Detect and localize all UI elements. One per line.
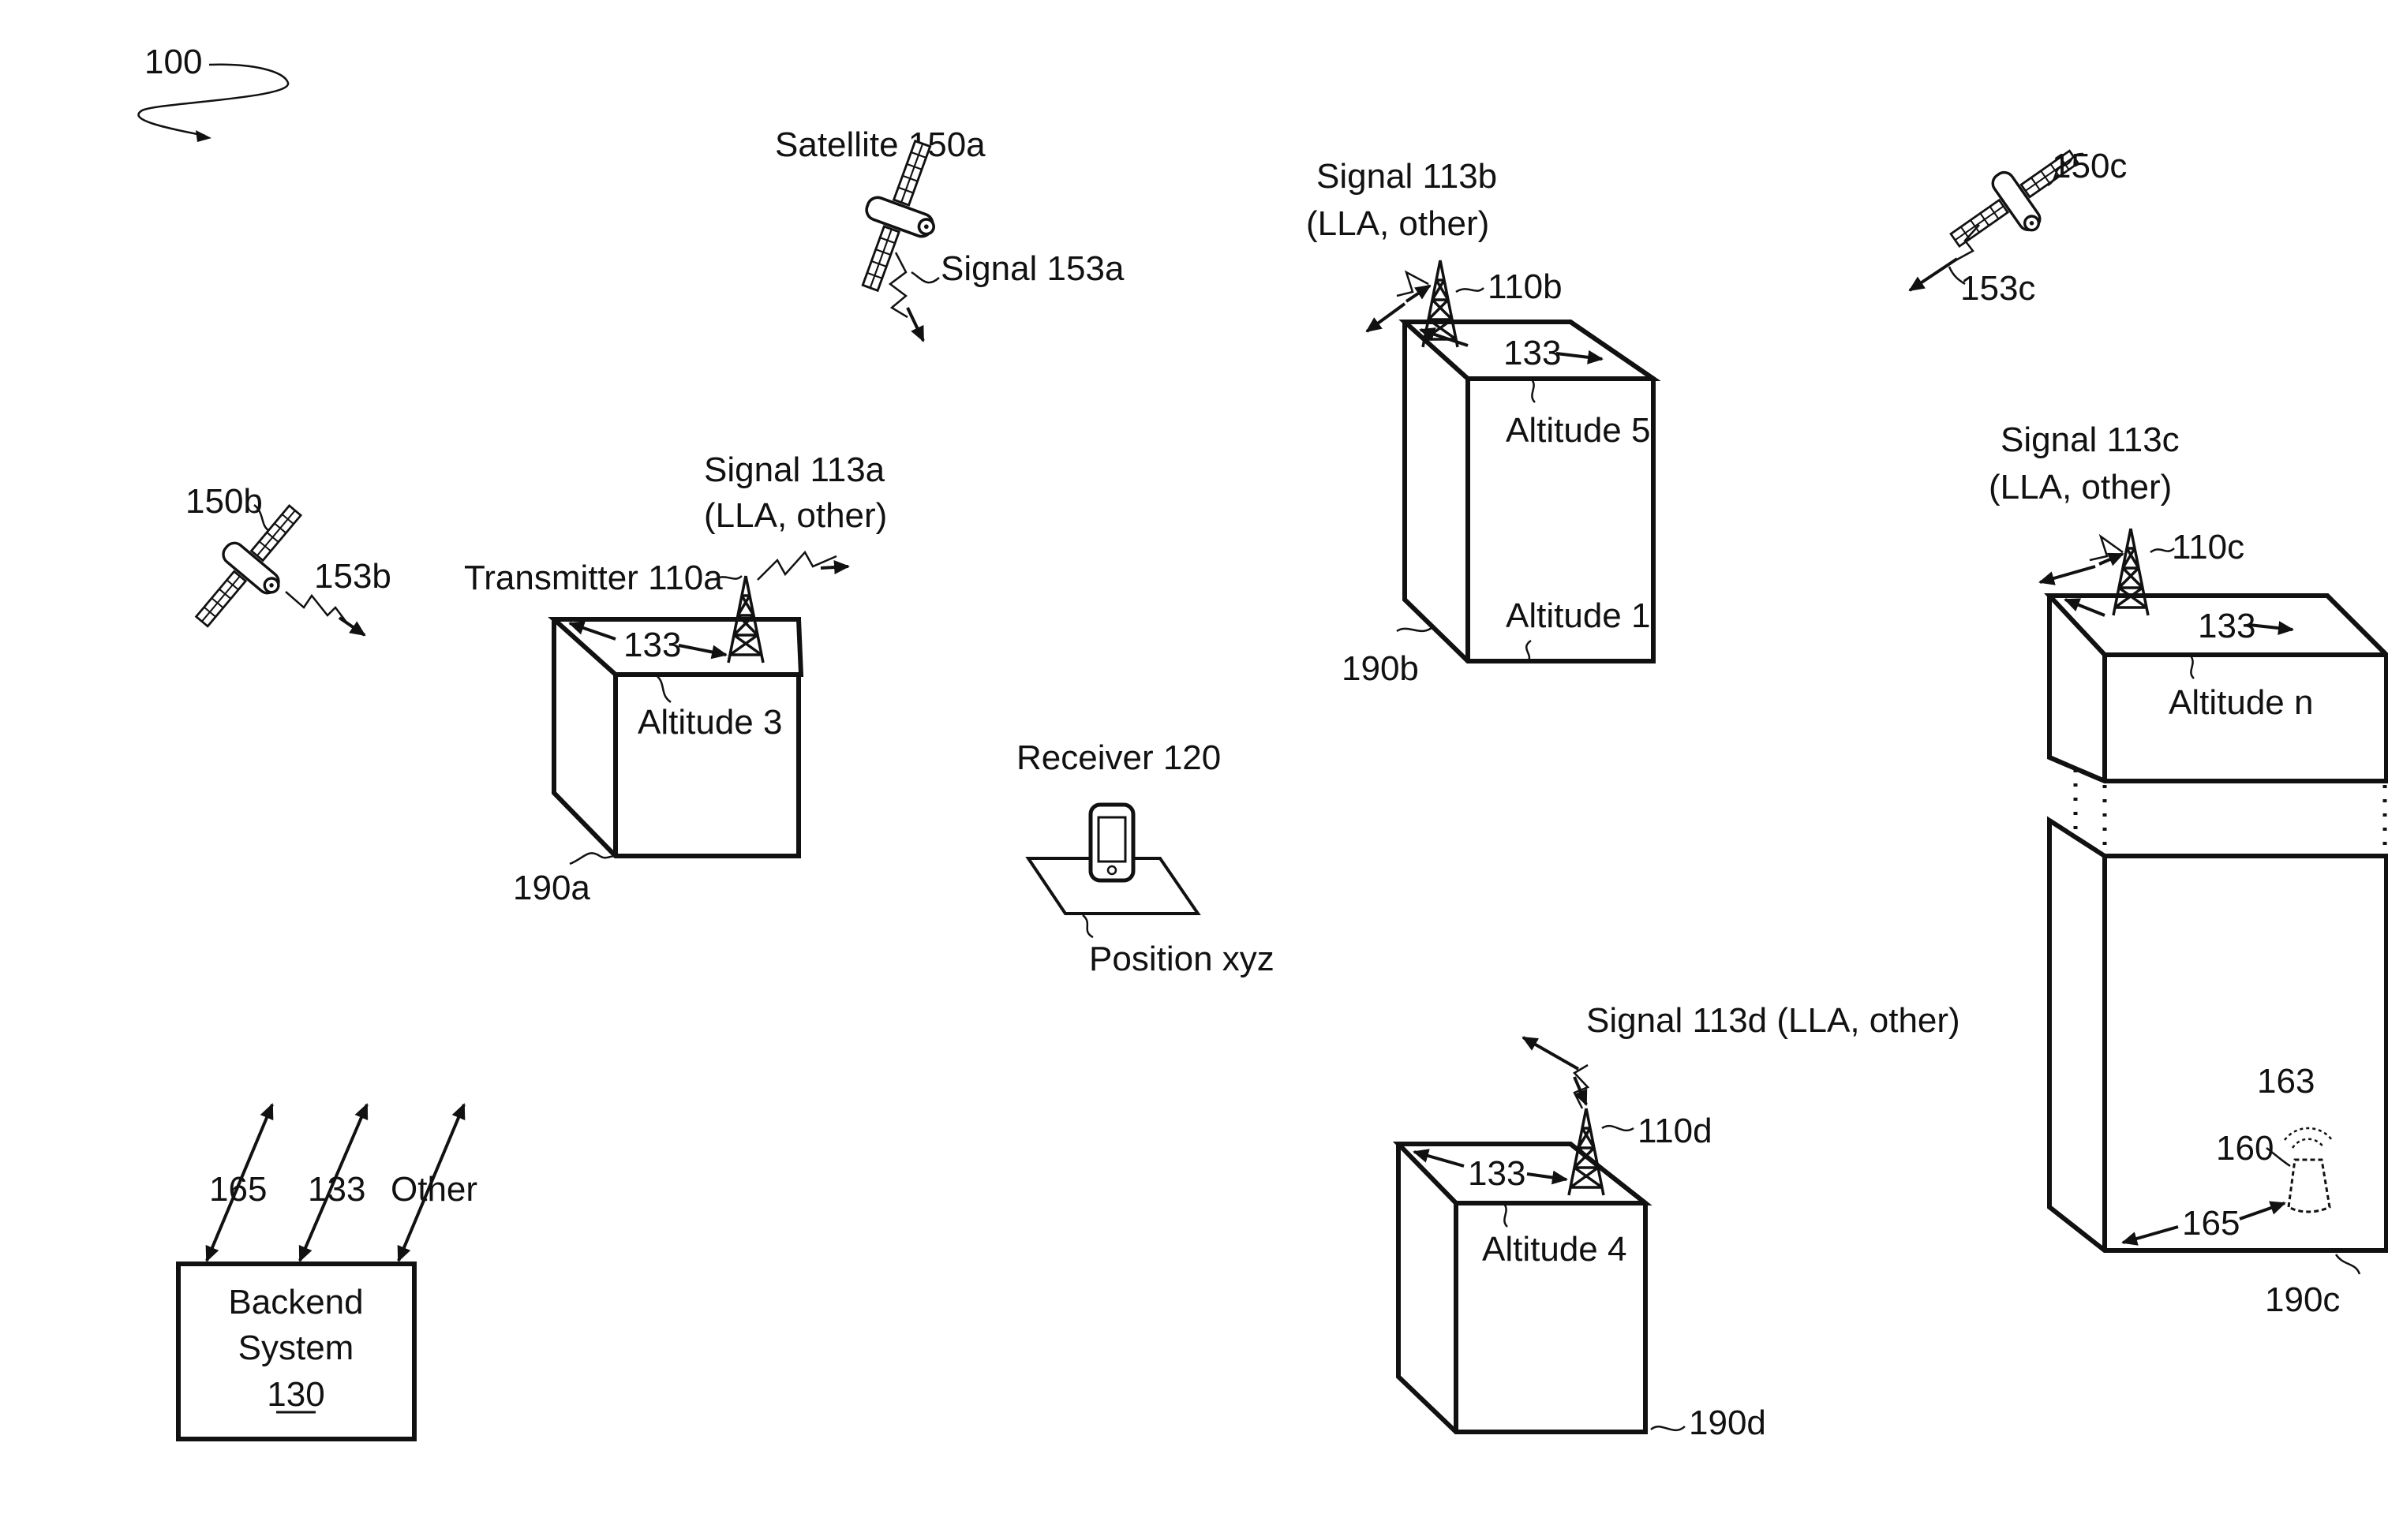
position-leader [1083,915,1093,937]
device-signal-163-label: 163 [2257,1062,2315,1101]
signal-113c-line1: Signal 113c [2001,421,2180,459]
building-190d: 133 110d Signal 113d (LLA, other) Altitu… [1398,1001,1960,1442]
altitude-3-label: Altitude 3 [638,703,782,742]
building-190c-ref: 190c [2265,1280,2340,1319]
building-190a-leader [570,853,616,864]
signal-153b-arrow [339,618,365,635]
figure-ref-arrowhead [196,130,211,142]
signal-113d-label: Signal 113d (LLA, other) [1586,1001,1960,1040]
building-190b: 133 110b Signal 113b (LLA, other) Altitu… [1306,157,1653,688]
signal-113b-arrow-out [1367,304,1405,331]
signal-153c-arrow [1910,259,1957,290]
roof-label-133: 133 [623,626,681,664]
signal-113a-wave [758,552,837,580]
receiver-120: Receiver 120 Position xyz [1016,738,1274,978]
transmitter-110c-leader [2150,548,2174,552]
satellite-150b: 150b 153b [180,482,391,645]
altitude-4-label: Altitude 4 [1482,1230,1626,1269]
signal-153b-wave [286,592,347,623]
signal-113d-arrow-in [1574,1077,1586,1105]
transmitter-110d-leader [1602,1126,1634,1131]
backend-line1: Backend [228,1283,363,1321]
building-190c-lower-outline [2049,820,2386,1250]
transmitter-110b-leader [1456,288,1484,292]
backend-input-133: 133 [308,1170,365,1209]
satellite-150c-label: 150c [2052,147,2127,185]
altitude-1-label: Altitude 1 [1506,596,1650,635]
satellite-150a-label: Satellite 150a [775,125,986,164]
altitude-5-label: Altitude 5 [1506,411,1650,450]
backend-ref: 130 [267,1375,324,1414]
building-190d-ref: 190d [1689,1404,1766,1442]
building-190a: 133 Transmitter 110a Signal 113a (LLA, o… [464,450,887,907]
signal-113c-line2: (LLA, other) [1989,468,2172,506]
signal-113a-line2: (LLA, other) [704,496,887,535]
transmitter-110b-label: 110b [1488,267,1563,306]
floor-label-165: 165 [2182,1204,2240,1243]
device-160-icon [2289,1160,2330,1212]
signal-113a-line1: Signal 113a [704,450,885,489]
figure-reference: 100 [138,43,288,142]
roof-label-133: 133 [2198,607,2255,645]
figure-ref-label: 100 [144,43,202,81]
signal-113b-line1: Signal 113b [1316,157,1497,196]
phone-screen-icon [1099,817,1125,862]
signal-153a-arrow [908,308,923,341]
signal-153b-label: 153b [314,557,391,596]
backend-input-other: Other [391,1170,477,1209]
signal-113d-arrow-out [1523,1037,1578,1069]
signal-113a-arrow [821,566,848,568]
building-190d-leader [1651,1426,1685,1430]
signal-113c-arrow-in [2099,554,2123,564]
building-190a-ref: 190a [513,869,590,907]
roof-label-133: 133 [1503,334,1561,372]
satellite-150a: Satellite 150a Signal 153a [775,125,1125,341]
signal-153a-wave [890,252,908,317]
building-190b-leader [1397,627,1432,631]
signal-153c-label: 153c [1960,269,2035,308]
satellite-150c: 150c 153c [1910,133,2127,308]
signal-113c-arrow-out [2040,566,2095,582]
building-190c-leader [2336,1254,2360,1274]
transmitter-110d-label: 110d [1638,1112,1712,1150]
position-xyz-label: Position xyz [1089,940,1274,978]
receiver-120-label: Receiver 120 [1016,738,1221,777]
transmitter-110c-label: 110c [2172,528,2244,566]
building-190c: 133 110c Signal 113c (LLA, other) Altitu… [1989,421,2386,1319]
signal-153a-leader [911,272,939,282]
backend-input-165: 165 [209,1170,267,1209]
altitude-n-label: Altitude n [2169,683,2313,722]
device-160-label: 160 [2216,1129,2274,1168]
building-190b-ref: 190b [1342,649,1419,688]
backend-system-130: Backend System 130 165 133 Other [178,1105,477,1439]
backend-line2: System [238,1329,354,1367]
signal-113b-wave [1397,272,1428,296]
transmitter-110a-label: Transmitter 110a [464,559,723,597]
phone-button-icon [1108,866,1116,874]
satellite-150b-label: 150b [185,482,263,521]
signal-113b-line2: (LLA, other) [1306,204,1489,243]
roof-label-133: 133 [1468,1154,1525,1193]
signal-153a-label: Signal 153a [941,249,1125,288]
